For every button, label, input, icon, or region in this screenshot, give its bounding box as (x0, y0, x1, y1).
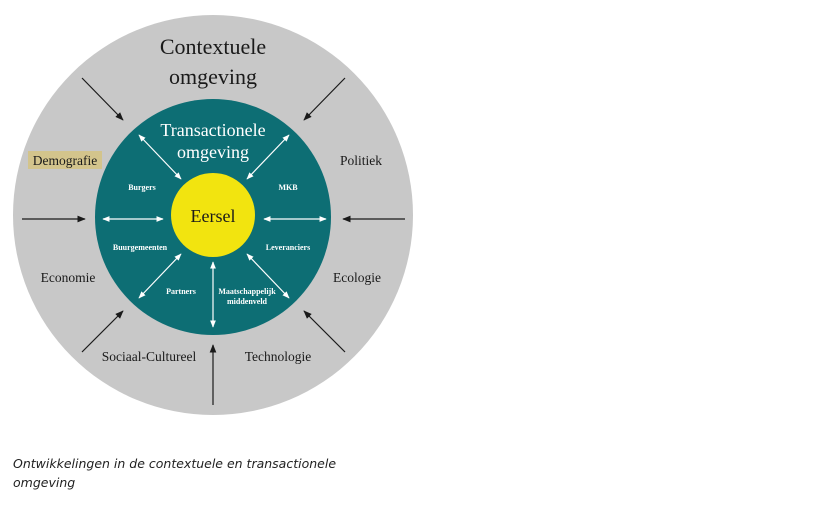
factor-ecologie: Ecologie (333, 270, 381, 285)
factor-sociaal-cultureel: Sociaal-Cultureel (102, 349, 197, 364)
caption-line2: omgeving (13, 475, 76, 490)
factor-technologie: Technologie (245, 349, 312, 364)
arrow-inner-top-left (138, 134, 182, 180)
arrow-inner-bottom-left (138, 253, 182, 299)
core-label: Eersel (191, 206, 236, 226)
inner-title-line2: omgeving (177, 142, 249, 162)
arrow-outer-bottom-right (303, 310, 346, 353)
actor-buurgemeenten: Buurgemeenten (113, 243, 168, 252)
core-circle (171, 173, 255, 257)
actor-maatschappelijk-line1: Maatschappelijk (218, 287, 276, 296)
figure-caption: Ontwikkelingen in de contextuele en tran… (13, 454, 373, 492)
demografie-highlight (28, 151, 102, 169)
arrow-outer-top-right (303, 77, 346, 121)
outer-title-line1: Contextuele (160, 34, 266, 59)
arrow-outer-bottom-left (81, 310, 124, 353)
outer-title-line2: omgeving (169, 64, 257, 89)
arrow-inner-top-right (246, 134, 290, 180)
factor-demografie: Demografie (33, 153, 97, 168)
arrow-outer-top-left (81, 77, 124, 121)
caption-line1: Ontwikkelingen in de contextuele en tran… (13, 456, 337, 471)
inner-title-line1: Transactionele (160, 120, 265, 140)
actor-leveranciers: Leveranciers (266, 243, 310, 252)
actor-maatschappelijk-line2: middenveld (227, 297, 268, 306)
factor-politiek: Politiek (340, 153, 382, 168)
arrow-inner-bottom-right (246, 253, 290, 299)
actor-mkb: MKB (278, 183, 298, 192)
factor-economie: Economie (41, 270, 96, 285)
actor-burgers: Burgers (128, 183, 156, 192)
actor-partners: Partners (166, 287, 196, 296)
